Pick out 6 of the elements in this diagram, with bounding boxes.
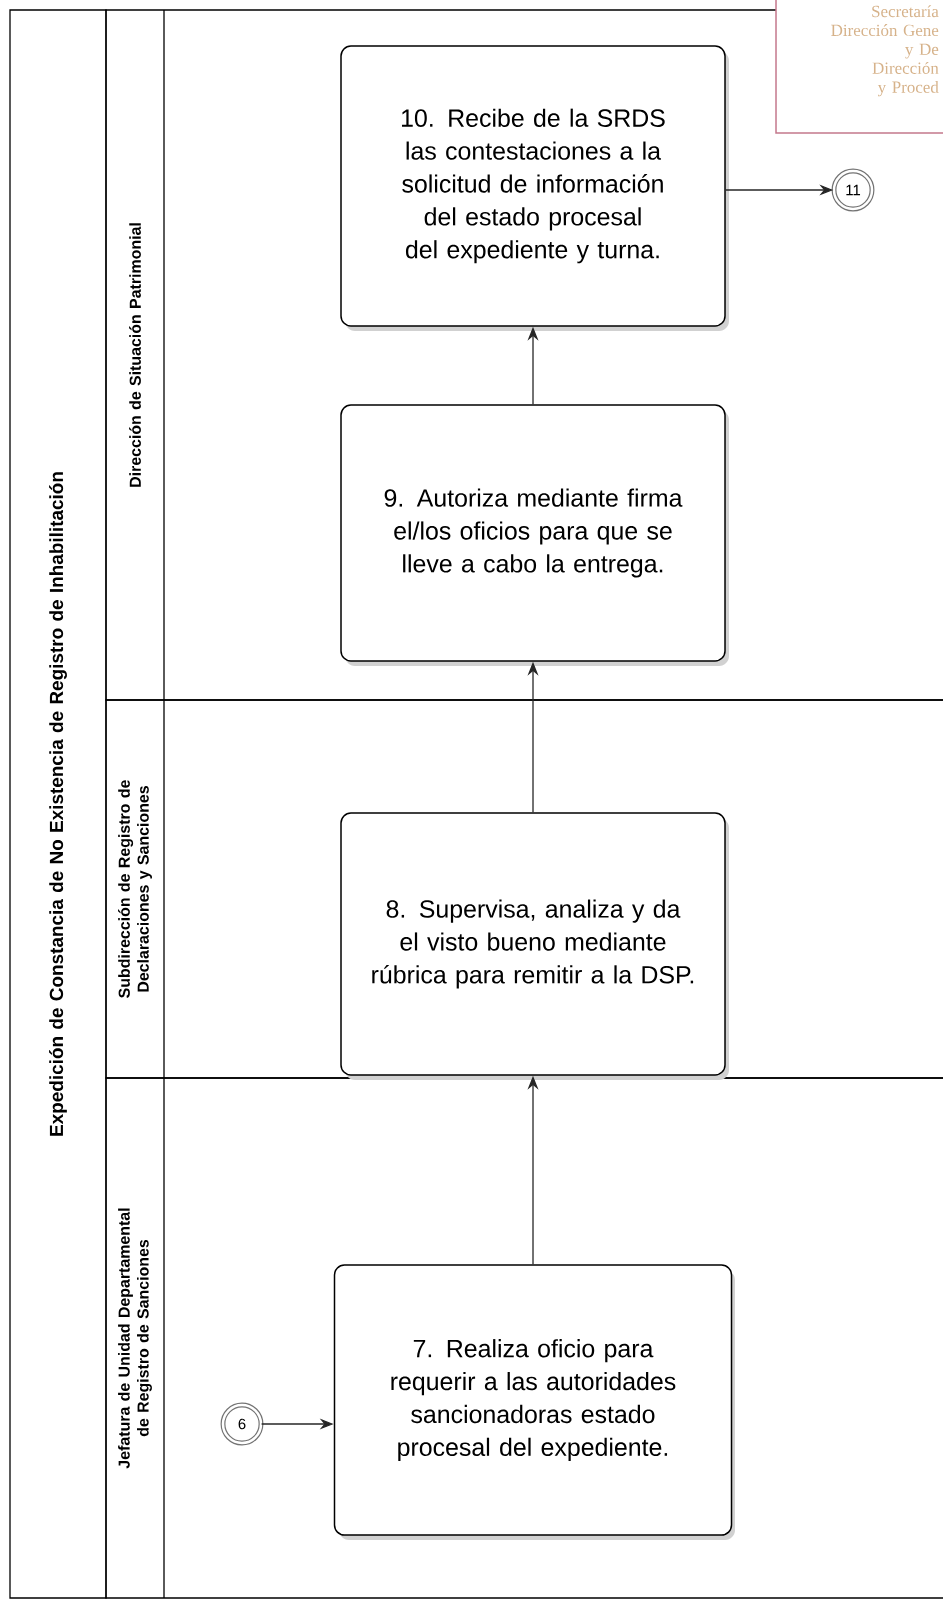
process-box: 10. Recibe de la SRDS las contestaciones a la solicitud de información del estado procesal del expediente y turna. [340, 45, 729, 331]
title-band: Expedición de Constancia de No Existencia de Registro de Inhabilitación [9, 9, 107, 1599]
stamp-box: Secretaría Dirección Gene y De Dirección y Proced [775, 0, 943, 134]
process-box: 8. Supervisa, analiza y da el visto bueno mediante rúbrica para remitir a la DSP. [340, 812, 729, 1080]
process-box: 9. Autoriza mediante firma el/los oficios para que se lleve a cabo la entrega. [340, 404, 729, 666]
process-box: 7. Realiza oficio para requerir a las autoridades sancionadoras estado procesal del expediente. [333, 1264, 735, 1540]
